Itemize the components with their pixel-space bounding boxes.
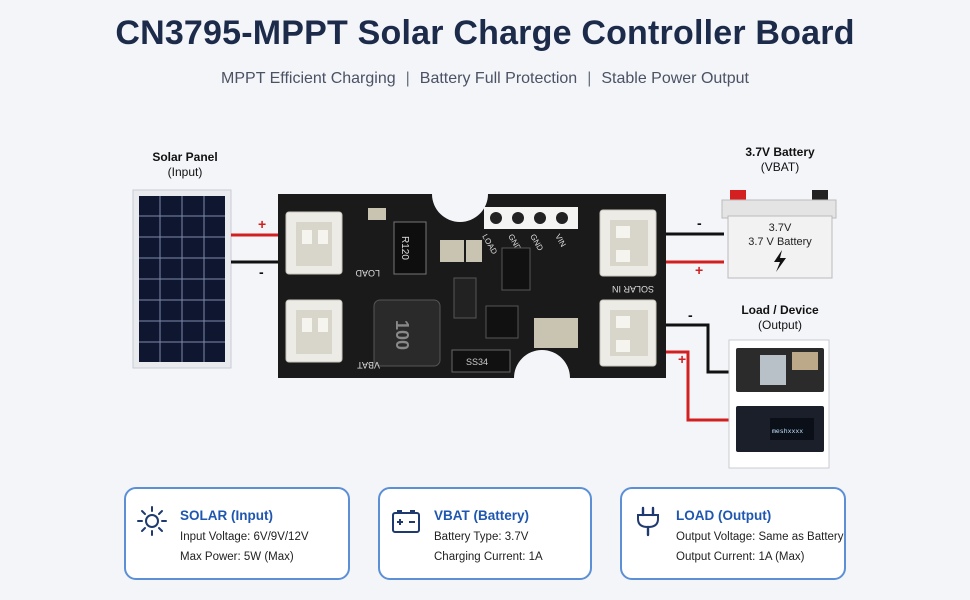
subtitle-separator-2: |	[587, 70, 592, 87]
card-vbat-line1: Battery Type: 3.7V	[434, 531, 529, 543]
vbat-connector	[285, 299, 343, 363]
load-title: Load / Device	[741, 303, 819, 317]
silk-vbat-label: VBAT	[357, 360, 380, 370]
battery-title: 3.7V Battery	[745, 145, 815, 159]
card-load-line2: Output Current: 1A (Max)	[676, 551, 805, 563]
load-plus-sign: +	[678, 351, 686, 367]
subtitle-part-2: Battery Full Protection	[419, 70, 578, 87]
card-solar-line2: Max Power: 5W (Max)	[180, 551, 294, 563]
load-subtitle: (Output)	[757, 318, 802, 332]
controller-board: LOAD GND GND VIN R120 100 SS34 LOAD VBAT	[278, 194, 666, 378]
solar-in-connector	[599, 299, 657, 367]
card-solar-line1: Input Voltage: 6V/9V/12V	[180, 531, 309, 543]
card-solar: SOLAR (Input) Input Voltage: 6V/9V/12V M…	[124, 487, 350, 580]
resistor-r120: R120	[393, 221, 427, 275]
sun-icon	[137, 506, 167, 536]
load-negative-wire	[662, 323, 738, 374]
card-solar-title: SOLAR (Input)	[180, 508, 273, 523]
battery-connector	[599, 209, 657, 277]
solar-panel-title: Solar Panel	[152, 150, 218, 164]
solar-panel-image	[132, 189, 232, 369]
page-title: CN3795-MPPT Solar Charge Controller Boar…	[115, 14, 855, 52]
subtitle-separator-1: |	[405, 70, 410, 87]
card-load-title: LOAD (Output)	[676, 508, 772, 523]
diode-ss34: SS34	[451, 349, 511, 373]
battery-label: 3.7V Battery (VBAT)	[730, 145, 830, 175]
card-load: LOAD (Output) Output Voltage: Same as Ba…	[620, 487, 846, 580]
load-label: Load / Device (Output)	[725, 303, 835, 333]
diode-label: SS34	[466, 357, 488, 367]
battery-face-voltage: 3.7V	[769, 222, 792, 234]
inductor-100: 100	[373, 299, 441, 367]
battery-icon	[392, 510, 420, 533]
card-vbat-line2: Charging Current: 1A	[434, 551, 543, 563]
page-subtitle: MPPT Efficient Charging | Battery Full Pro…	[0, 70, 970, 88]
load-device-image: meshxxxx	[728, 339, 830, 469]
resistor-label: R120	[399, 236, 410, 260]
silk-load-label: LOAD	[355, 268, 380, 278]
battery-face-label: 3.7 V Battery	[748, 236, 812, 248]
card-load-line1: Output Voltage: Same as Battery	[676, 531, 844, 543]
solar-panel-label: Solar Panel (Input)	[140, 150, 230, 180]
module-screen-text: meshxxxx	[772, 428, 803, 435]
silk-solar-in-label: SOLAR IN	[612, 284, 654, 294]
battery-minus-sign: -	[697, 215, 702, 231]
inductor-label: 100	[392, 320, 412, 350]
load-connector	[285, 211, 343, 275]
battery-subtitle: (VBAT)	[760, 160, 800, 174]
lightning-icon	[774, 250, 786, 272]
plug-icon	[637, 506, 659, 537]
battery-image: 3.7V 3.7 V Battery	[721, 190, 837, 279]
solar-minus-sign: -	[259, 264, 264, 280]
battery-plus-sign: +	[695, 262, 703, 278]
solar-plus-sign: +	[258, 216, 266, 232]
card-vbat: VBAT (Battery) Battery Type: 3.7V Chargi…	[378, 487, 592, 580]
load-minus-sign: -	[688, 307, 693, 323]
solar-panel-subtitle: (Input)	[167, 165, 203, 179]
subtitle-part-3: Stable Power Output	[601, 70, 749, 87]
subtitle-part-1: MPPT Efficient Charging	[221, 70, 396, 87]
load-positive-wire	[662, 350, 738, 422]
card-vbat-title: VBAT (Battery)	[434, 508, 530, 523]
